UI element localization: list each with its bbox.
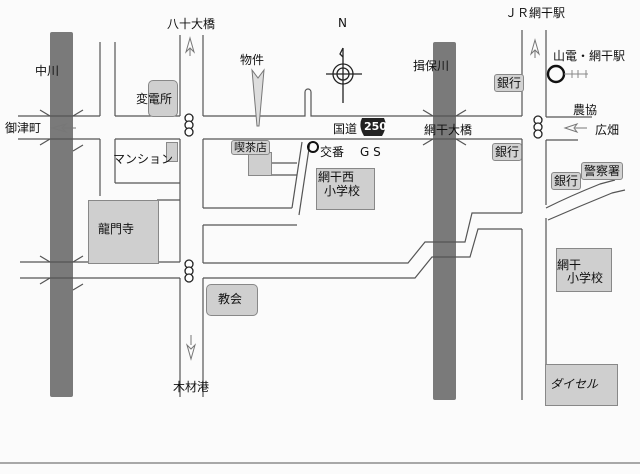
route-number: 250	[364, 120, 387, 133]
property-building	[248, 152, 272, 176]
label-route: 国道	[333, 122, 358, 136]
label-aboshi-ohashi: 網干大橋	[424, 123, 473, 137]
compass-icon	[326, 47, 362, 103]
label-bank-2: 銀行	[492, 143, 523, 161]
daicel-building	[545, 364, 618, 406]
label-mitsu: 御津町	[5, 121, 42, 135]
label-nokyo: 農協	[573, 103, 598, 117]
label-property: 物件	[240, 53, 265, 67]
route-shield-icon	[360, 118, 386, 136]
label-koban: 交番	[320, 145, 345, 159]
aboshi-school-building	[556, 248, 612, 292]
label-nakagawa: 中川	[35, 64, 60, 78]
aboshi-nishi-school-building	[316, 168, 375, 210]
river-nakagawa	[50, 32, 73, 397]
label-aboshi-nishi-2: 小学校	[324, 184, 361, 198]
label-mokuzaiko: 木材港	[173, 380, 210, 394]
arrow-west-icon	[50, 122, 76, 134]
arrow-jr-icon	[529, 38, 541, 58]
koban-icon	[307, 141, 319, 153]
church-building	[206, 284, 258, 316]
label-aboshi-nishi-1: 網干西	[318, 170, 355, 184]
compass-north-label: N	[338, 16, 347, 30]
ryumonji-building	[88, 200, 159, 264]
label-police: 警察署	[581, 162, 624, 180]
label-ibogawa: 揖保川	[413, 59, 450, 73]
traffic-lights	[184, 113, 543, 283]
label-bank-1: 銀行	[494, 74, 525, 92]
label-substation: 変電所	[136, 92, 173, 106]
label-mansion: マンション	[113, 152, 174, 166]
arrow-bukken-icon	[251, 68, 265, 127]
mansion-building	[166, 142, 178, 162]
label-aboshi-school-1: 網干	[557, 258, 582, 272]
river-ibogawa	[433, 42, 456, 400]
arrow-hirohata-icon	[563, 123, 587, 133]
label-church: 教会	[218, 292, 243, 306]
label-sanden-station: 山電・網干駅	[553, 49, 626, 63]
label-daicel: ダイセル	[550, 377, 599, 391]
arrow-north-icon	[184, 36, 196, 56]
label-jr-station: ＪＲ網干駅	[505, 6, 566, 20]
station-icon	[546, 64, 588, 84]
label-aboshi-school-2: 小学校	[567, 271, 604, 285]
label-bank-3: 銀行	[551, 172, 582, 190]
label-ryumonji: 龍門寺	[98, 222, 135, 236]
direction-arrows	[50, 36, 587, 361]
label-yasodaibashi: 八十大橋	[167, 17, 216, 31]
label-cafe: 喫茶店	[231, 140, 270, 155]
label-gas-station: G S	[360, 145, 381, 159]
label-hirohata: 広畑	[595, 123, 620, 137]
substation-building	[148, 80, 178, 117]
arrow-south-icon	[185, 335, 197, 361]
